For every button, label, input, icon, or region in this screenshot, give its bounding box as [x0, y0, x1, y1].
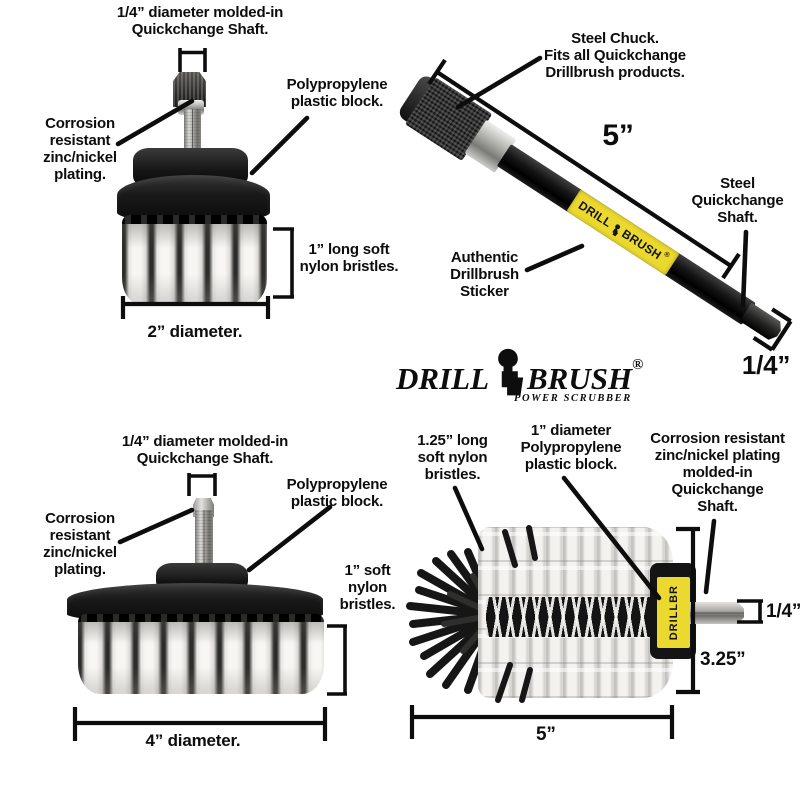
brush2-diameter-label: 2” diameter.	[147, 322, 243, 341]
sticker-registered-mark: ®	[662, 250, 672, 260]
brush2-shaft-label: 1/4” diameter molded-in Quickchange Shaf…	[116, 4, 284, 38]
cylinder-height-label: 3.25”	[700, 649, 746, 670]
brush4-bristles	[78, 622, 324, 694]
logo-registered-mark: ®	[632, 357, 644, 373]
sticker-brush-text: BRUSH	[619, 226, 664, 263]
cylinder-hex-shaft	[690, 602, 744, 624]
brush2-plating-label: Corrosion resistant zinc/nickel plating.	[43, 115, 117, 183]
cylinder-sticker: DRILLBR	[657, 577, 690, 648]
cylinder-hex-label: 1/4”	[766, 601, 800, 622]
brush4-shaft-label: 1/4” diameter molded-in Quickchange Shaf…	[121, 433, 289, 467]
cylinder-plating-label: Corrosion resistant zinc/nickel plating …	[650, 430, 785, 515]
brush2-bristle-label: 1” long soft nylon bristles.	[299, 241, 399, 275]
brush4-bristle-label: 1” soft nylon bristles.	[339, 562, 396, 613]
extension-hex-label: 1/4”	[741, 350, 791, 380]
brush2-bristles	[122, 224, 267, 304]
cylinder-core	[486, 597, 664, 637]
drillbrush-logo: DRILL BRUSH ® POWER SCRUBBER	[396, 348, 646, 404]
sticker-drill-text: DRILL	[575, 198, 615, 231]
logo-tagline: POWER SCRUBBER	[514, 393, 632, 404]
extension-length-label: 5”	[602, 119, 634, 152]
brush2-block-label: Polypropylene plastic block.	[286, 76, 388, 110]
logo-brush-text: BRUSH	[527, 361, 633, 396]
extension-shaft-label: Steel Quickchange Shaft.	[691, 175, 784, 226]
cylinder-length-label: 5”	[536, 724, 556, 745]
brush4-block-label: Polypropylene plastic block.	[286, 476, 388, 510]
drill-icon	[498, 348, 524, 396]
cylinder-sticker-text: DRILLBR	[667, 584, 680, 641]
brush4-shaft	[195, 510, 213, 572]
extension-sticker-label: Authentic Drillbrush Sticker	[450, 249, 519, 300]
cylinder-block-label: 1” diameter Polypropylene plastic block.	[520, 422, 622, 473]
brush4-diameter-label: 4” diameter.	[145, 731, 241, 750]
logo-drill-text: DRILL	[396, 361, 489, 396]
cylinder-bristle-label: 1.25” long soft nylon bristles.	[417, 432, 488, 483]
extension-chuck-label: Steel Chuck. Fits all Quickchange Drillb…	[544, 30, 686, 81]
drillbrush-sticker: DRILL BRUSH ®	[566, 189, 680, 276]
brush4-plating-label: Corrosion resistant zinc/nickel plating.	[43, 510, 117, 578]
